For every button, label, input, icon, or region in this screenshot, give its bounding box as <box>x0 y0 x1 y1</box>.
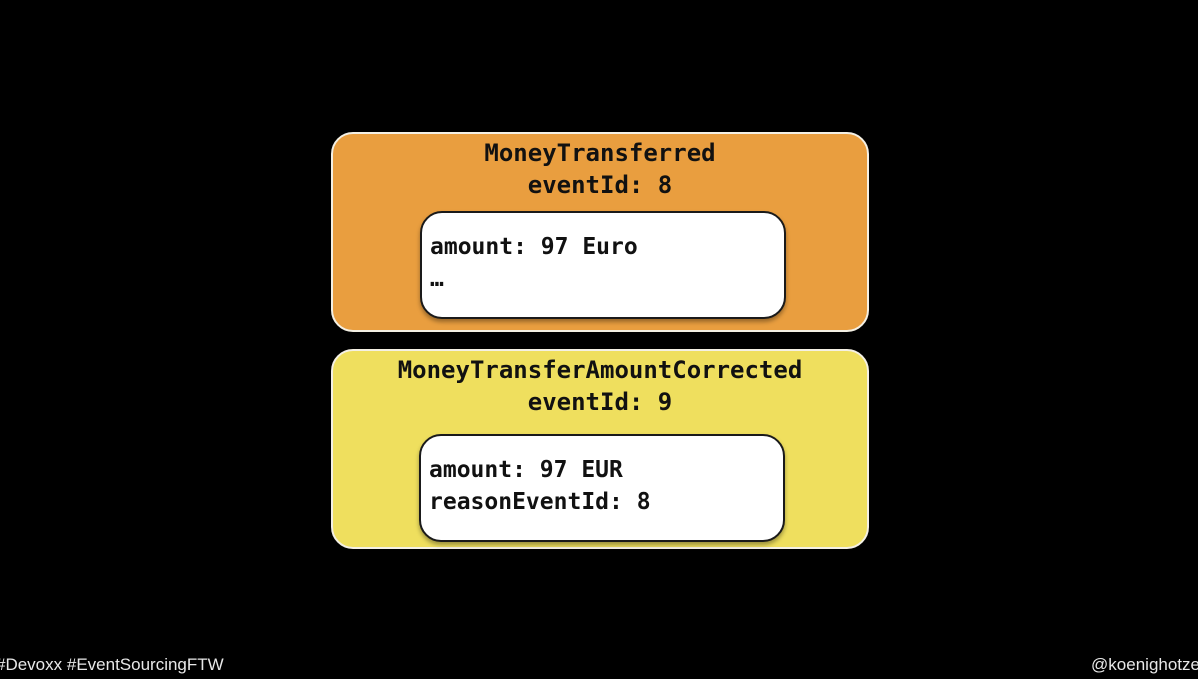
event-payload-box: amount: 97 Euro … <box>420 211 786 319</box>
event-card-money-transfer-amount-corrected: MoneyTransferAmountCorrected eventId: 9 … <box>331 349 869 549</box>
payload-line: reasonEventId: 8 <box>429 489 651 515</box>
event-name: MoneyTransferAmountCorrected <box>397 356 803 384</box>
event-id-label: eventId: 8 <box>527 171 673 199</box>
event-payload-box: amount: 97 EUR reasonEventId: 8 <box>419 434 785 542</box>
payload-ellipsis: … <box>430 266 444 292</box>
event-name: MoneyTransferred <box>484 139 716 167</box>
event-id-label: eventId: 9 <box>527 388 673 416</box>
footer-hashtags: #Devoxx #EventSourcingFTW <box>0 655 224 674</box>
payload-line: amount: 97 EUR <box>429 457 623 483</box>
payload-line: amount: 97 Euro <box>430 234 638 260</box>
footer-handle: @koenighotze <box>1091 655 1198 674</box>
event-card-money-transferred: MoneyTransferred eventId: 8 amount: 97 E… <box>331 132 869 332</box>
